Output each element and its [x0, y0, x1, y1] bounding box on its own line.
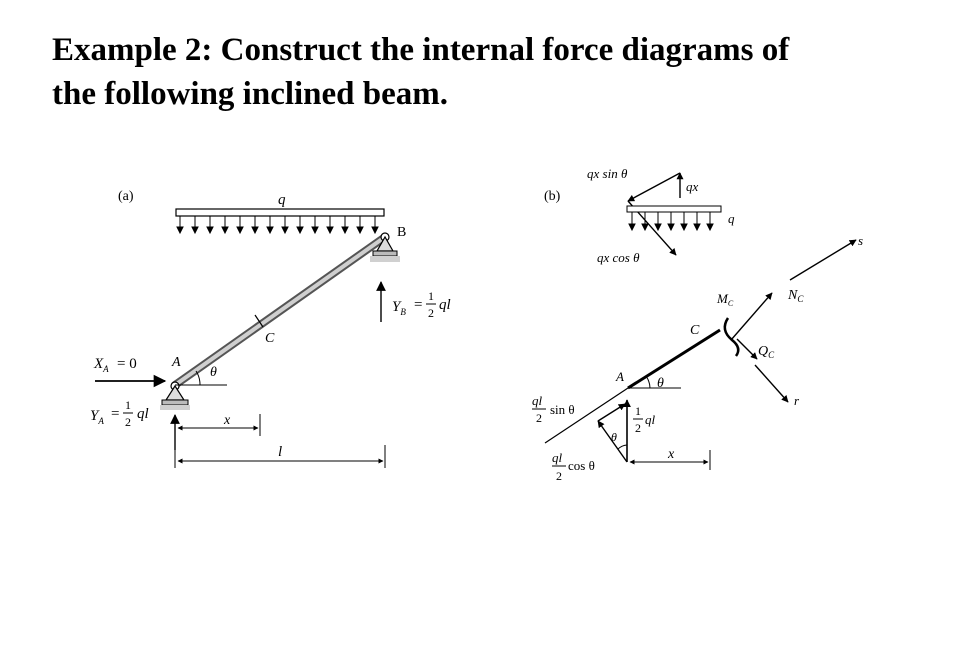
svg-text:cos θ: cos θ	[568, 458, 595, 473]
support-b	[370, 232, 400, 262]
svg-text:C: C	[690, 323, 700, 338]
svg-text:A: A	[615, 369, 624, 384]
svg-text:1: 1	[635, 404, 641, 418]
svg-text:= 0: = 0	[117, 356, 137, 372]
svg-text:qx: qx	[686, 179, 699, 194]
reaction-xa: XA = 0	[93, 356, 167, 388]
svg-text:2: 2	[556, 469, 562, 483]
section-forces: MC NC QC s r	[716, 233, 863, 408]
svg-text:MC: MC	[716, 291, 734, 308]
svg-text:s: s	[858, 233, 863, 248]
svg-text:qx cos θ: qx cos θ	[597, 250, 640, 265]
support-a	[160, 381, 190, 410]
inclined-beam	[171, 233, 389, 389]
free-body-segment: θ A C	[544, 323, 721, 444]
svg-text:x: x	[667, 447, 675, 462]
figure-a: (a)	[90, 189, 451, 468]
distributed-load-q: q	[175, 192, 385, 235]
point-c-label: C	[265, 331, 275, 346]
svg-text:q: q	[728, 211, 735, 226]
reaction-a-components: θ ql 2 sin θ 1 2 ql ql 2 cos θ x	[532, 393, 711, 483]
svg-text:YA: YA	[90, 408, 104, 426]
svg-text:sin θ: sin θ	[550, 402, 575, 417]
svg-text:QC: QC	[758, 344, 775, 360]
svg-text:YB: YB	[392, 299, 406, 317]
reaction-yb: YB = 1 2 ql	[376, 281, 451, 322]
title-line-1: Example 2: Construct the internal force …	[52, 32, 790, 68]
svg-text:1: 1	[125, 398, 131, 412]
title-line-2: the following inclined beam.	[52, 76, 449, 112]
point-a-label: A	[171, 355, 181, 370]
svg-text:=: =	[111, 406, 119, 422]
svg-text:r: r	[794, 393, 800, 408]
slide-title: Example 2: Construct the internal force …	[52, 28, 932, 116]
svg-text:2: 2	[125, 415, 131, 429]
load-q-label: q	[278, 192, 286, 208]
dim-x-label: x	[223, 413, 231, 428]
point-b-label: B	[397, 225, 406, 240]
svg-text:θ: θ	[611, 430, 617, 444]
svg-text:ql: ql	[137, 406, 149, 422]
svg-text:1: 1	[428, 289, 434, 303]
dimension-lines: x l	[174, 413, 386, 468]
svg-text:=: =	[414, 297, 422, 313]
svg-text:ql: ql	[552, 450, 563, 465]
theta-label: θ	[210, 365, 217, 380]
svg-text:2: 2	[428, 306, 434, 320]
fig-b-label: (b)	[544, 189, 561, 204]
svg-text:ql: ql	[532, 393, 543, 408]
svg-text:NC: NC	[787, 288, 804, 304]
figure-b: (b) qx sin θ qx q qx cos θ	[532, 166, 863, 483]
svg-text:ql: ql	[439, 297, 451, 313]
svg-text:θ: θ	[657, 376, 664, 391]
svg-text:2: 2	[536, 411, 542, 425]
svg-text:ql: ql	[645, 412, 656, 427]
svg-text:2: 2	[635, 421, 641, 435]
svg-text:qx sin θ: qx sin θ	[587, 166, 628, 181]
svg-text:XA: XA	[93, 356, 109, 374]
dim-l-label: l	[278, 444, 282, 460]
fig-a-label: (a)	[118, 189, 134, 204]
load-decomposition: qx sin θ qx q qx cos θ	[587, 166, 735, 265]
